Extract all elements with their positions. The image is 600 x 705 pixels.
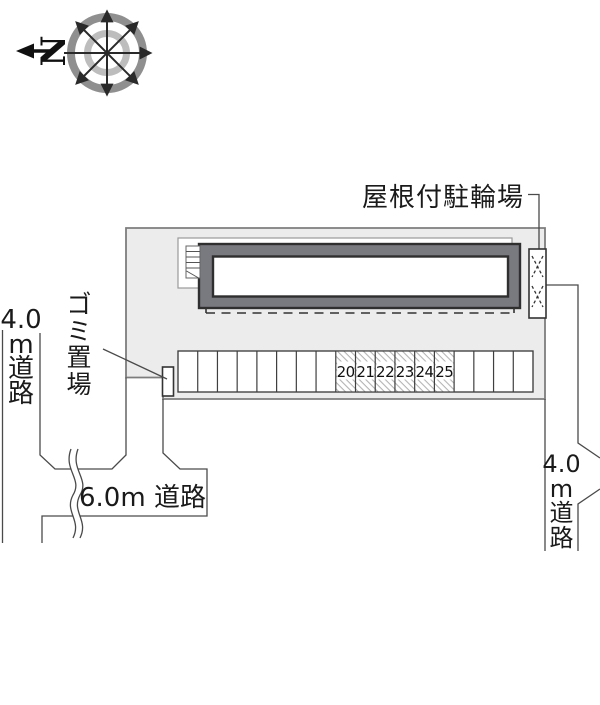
left-road-width-label: 4.0 m 道 路 — [0, 305, 42, 409]
driveway-right-line — [41, 399, 208, 543]
north-label: N — [34, 35, 74, 67]
stall-number: 20 — [337, 363, 355, 381]
bicycle-leader-line — [528, 193, 540, 250]
right-road-width-label: 4.0 m 道 路 — [542, 450, 581, 552]
parking-strip-outline — [177, 350, 534, 393]
stall-number-patch — [356, 361, 374, 380]
road-label-segment: 道 — [549, 499, 574, 527]
stall-number: 25 — [435, 363, 453, 381]
left-road-inner-line — [39, 333, 127, 470]
road-label-segment: 道 — [7, 354, 34, 384]
north-arrow-icon — [16, 43, 52, 59]
bottom-road-width-label: 6.0m 道路 — [79, 483, 206, 513]
covered-bicycle-parking-label: 屋根付駐輪場 — [362, 183, 525, 213]
eaves-dashed-line — [205, 308, 515, 314]
garbage-area-label: ゴ ミ 置 場 — [64, 290, 94, 399]
garbage-label-char: ゴ — [66, 290, 92, 319]
bicycle-parking-box — [528, 248, 547, 319]
garbage-area-box — [161, 366, 175, 397]
stall-number-patch — [396, 361, 414, 380]
building-interior — [211, 255, 510, 298]
stairs-icon — [185, 245, 201, 279]
road-label-segment: 4.0 — [0, 305, 42, 335]
stall-number: 23 — [396, 363, 414, 381]
stall-number-patch — [376, 361, 394, 380]
road-lines — [1, 284, 600, 551]
stall-number-patch — [435, 361, 453, 380]
compass-icon — [16, 9, 153, 97]
garbage-label-char: 場 — [66, 369, 92, 399]
road-label-segment: m — [8, 329, 34, 360]
stall-number: 22 — [376, 363, 394, 381]
road-label-segment: 路 — [7, 378, 34, 409]
stall-number-patch — [337, 361, 355, 380]
stall-number: 24 — [415, 363, 433, 381]
garbage-leader-line — [102, 348, 168, 380]
road-break-symbol — [68, 448, 84, 539]
road-label-segment: m — [549, 474, 574, 503]
garbage-label-char: ミ — [66, 316, 92, 346]
right-road-outer-line — [546, 284, 600, 551]
stall-number: 21 — [356, 363, 374, 381]
stall-number-patch — [416, 361, 434, 380]
garbage-label-char: 置 — [66, 343, 92, 372]
road-label-segment: 路 — [549, 523, 574, 552]
road-label-segment: 4.0 — [542, 450, 581, 478]
